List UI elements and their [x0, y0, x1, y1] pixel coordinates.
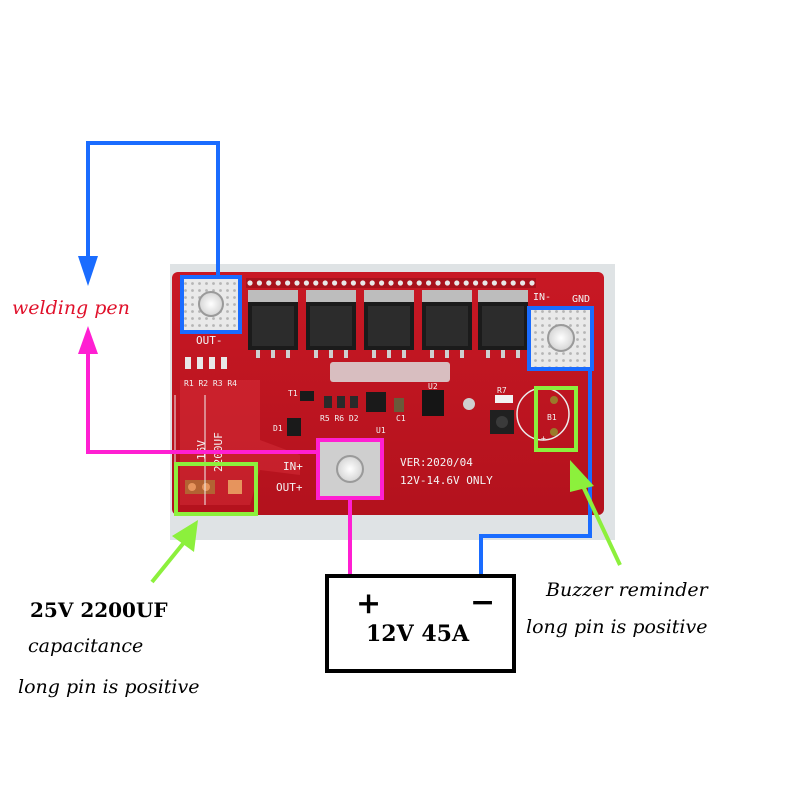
header-pin-hole: [397, 280, 403, 286]
silk-gnd: GND: [572, 294, 590, 305]
welding-pen-label: welding pen: [12, 297, 130, 319]
capacitor-callout-arrowhead: [172, 520, 198, 552]
in-minus-pad: [531, 309, 591, 367]
silk-r1-r4: R1 R2 R3 R4: [184, 379, 237, 388]
battery-plus-sign: +: [356, 586, 381, 621]
silk-c1: C1: [396, 414, 406, 423]
silk-in-minus: IN-: [533, 292, 551, 303]
silk-version: VER:2020/04: [400, 456, 473, 469]
out-minus-pad: [184, 278, 238, 330]
capacitor-highlight: [174, 462, 258, 516]
header-pin-hole: [360, 280, 366, 286]
header-pin-hole: [463, 280, 469, 286]
header-pin-hole: [322, 280, 328, 286]
battery-rating: 12V 45A: [366, 621, 470, 647]
header-pin-hole: [350, 280, 356, 286]
header-pin-hole: [482, 280, 488, 286]
header-pin-hole: [275, 280, 281, 286]
header-pin-hole: [454, 280, 460, 286]
header-pin-hole: [285, 280, 291, 286]
in-out-plus-pad: [319, 441, 381, 497]
out-minus-highlight: [180, 275, 242, 334]
battery-box: [325, 574, 516, 673]
mosfet: [422, 290, 472, 358]
header-pin-hole: [303, 280, 309, 286]
buzzer-callout-arrowhead: [570, 460, 594, 492]
capacitor-value-label: 25V 2200UF: [30, 598, 168, 622]
capacitor-note-label: long pin is positive: [18, 676, 199, 698]
mosfet: [364, 290, 414, 358]
header-pin-hole: [520, 280, 526, 286]
silk-r7: R7: [497, 386, 507, 395]
buzzer-callout-line: [580, 483, 622, 566]
silk-d1: D1: [273, 424, 283, 433]
blue-wire-battery-negative: [479, 367, 592, 576]
header-pin-hole: [256, 280, 262, 286]
header-pin-hole: [341, 280, 347, 286]
silk-cap-marking-1: 16V: [195, 440, 208, 460]
header-pin-hole: [416, 280, 422, 286]
header-pin-hole: [379, 280, 385, 286]
silk-voltage-range: 12V-14.6V ONLY: [400, 474, 493, 487]
header-pin-hole: [491, 280, 497, 286]
silk-u1: U1: [376, 426, 386, 435]
in-minus-highlight: [527, 306, 594, 371]
pin-holes: [247, 280, 535, 286]
silk-out-plus: OUT+: [276, 481, 303, 494]
battery: + − 12V 45A: [325, 574, 516, 673]
mosfet: [306, 290, 356, 358]
mosfet: [248, 290, 298, 358]
header-pin-hole: [332, 280, 338, 286]
capacitor-word-label: capacitance: [28, 635, 143, 657]
header-pin-hole: [473, 280, 479, 286]
buzzer-note-label: long pin is positive: [526, 616, 707, 638]
battery-minus-sign: −: [470, 585, 495, 620]
silk-in-plus: IN+: [283, 460, 303, 473]
capacitor-callout-line: [150, 538, 188, 584]
magenta-wire-welding-pen: [86, 346, 319, 454]
header-pin-hole: [388, 280, 394, 286]
silk-b1-plus: +: [541, 434, 546, 443]
silk-out-minus: OUT-: [196, 334, 223, 347]
header-pin-hole: [435, 280, 441, 286]
silk-b1: B1: [547, 413, 557, 422]
header-pin-hole: [294, 280, 300, 286]
magenta-arrowhead: [78, 326, 98, 354]
header-pin-hole: [529, 280, 535, 286]
header-pin-hole: [407, 280, 413, 286]
blue-wire-welding-pen: [86, 141, 220, 278]
header-pin-hole: [266, 280, 272, 286]
header-pin-hole: [444, 280, 450, 286]
mosfet-row: [248, 290, 528, 358]
header-pin-hole: [313, 280, 319, 286]
in-out-plus-highlight: [316, 438, 384, 500]
mosfet: [478, 290, 528, 358]
silk-r5-r6-d2: R5 R6 D2: [320, 414, 359, 423]
header-pin-hole: [510, 280, 516, 286]
buzzer-highlight: [534, 386, 578, 452]
silk-t1: T1: [288, 389, 298, 398]
blue-arrowhead: [78, 256, 98, 286]
header-pin-hole: [369, 280, 375, 286]
silk-u2: U2: [428, 382, 438, 391]
header-pin-hole: [426, 280, 432, 286]
header-pin-hole: [501, 280, 507, 286]
smd-components: [174, 357, 570, 505]
header-pin-hole: [247, 280, 253, 286]
buzzer-title-label: Buzzer reminder: [545, 579, 710, 601]
